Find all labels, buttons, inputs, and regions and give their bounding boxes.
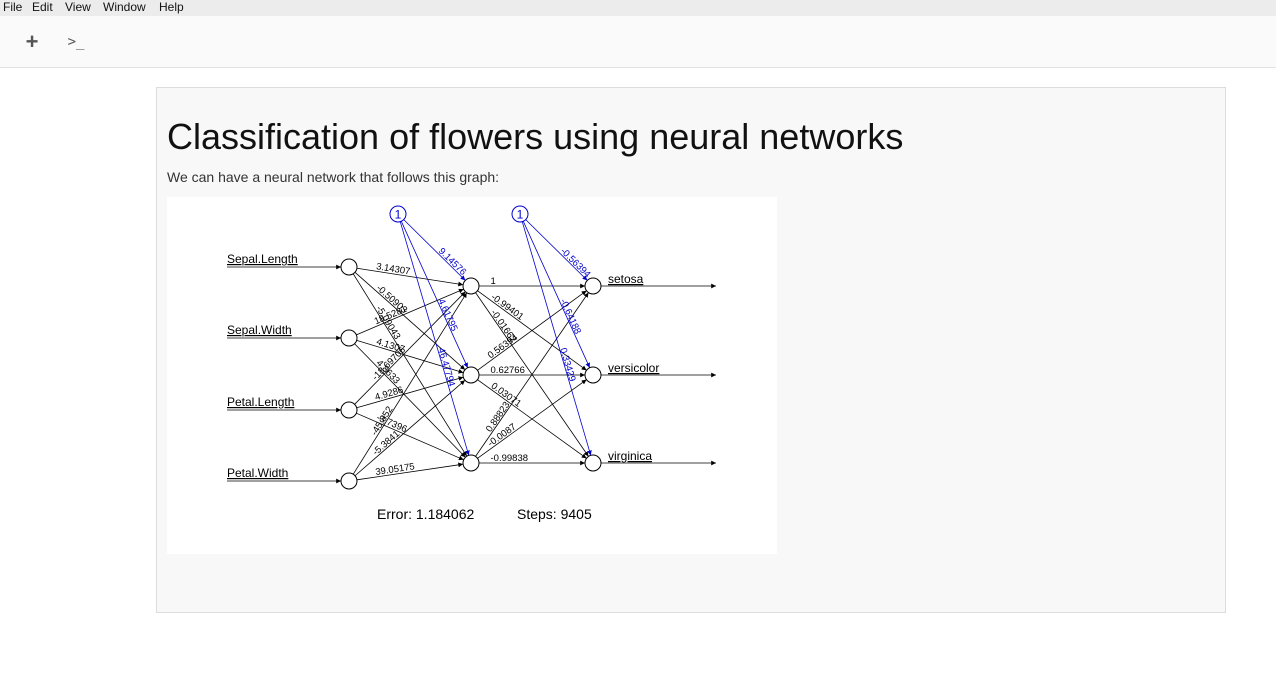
output-label: setosa bbox=[608, 272, 644, 286]
bias-node bbox=[389, 205, 407, 223]
weight-edge bbox=[354, 272, 466, 370]
weight-label: 1 bbox=[491, 276, 496, 287]
neuron-node bbox=[584, 454, 602, 472]
bias-weight-label: 46.47794 bbox=[435, 347, 457, 388]
weight-edge bbox=[356, 376, 464, 409]
weight-edge bbox=[356, 462, 464, 481]
neuron-node bbox=[340, 329, 358, 347]
notebook-cell[interactable]: Classification of flowers using neural n… bbox=[156, 87, 1226, 613]
input-label: Sepal.Width bbox=[227, 323, 292, 337]
menu-view[interactable]: View bbox=[65, 0, 91, 14]
weight-edge bbox=[477, 290, 587, 371]
weight-edge bbox=[356, 267, 464, 287]
input-label: Sepal.Length bbox=[227, 252, 298, 266]
steps-label: Steps: 9405 bbox=[517, 506, 592, 522]
weight-edge bbox=[352, 273, 468, 457]
menu-bar: File Edit View Window Help bbox=[0, 0, 1276, 16]
weight-edge bbox=[477, 379, 587, 459]
bias-weight-label: -0.64188 bbox=[557, 297, 583, 336]
intro-text: We can have a neural network that follow… bbox=[167, 169, 500, 185]
weight-label: 0.56394 bbox=[486, 332, 520, 361]
bias-edge bbox=[521, 221, 592, 456]
weight-edge bbox=[354, 379, 466, 477]
bias-weight-label: 0.33429 bbox=[557, 347, 577, 383]
weight-label: 4.9286 bbox=[374, 385, 405, 404]
weight-label: 3.14307 bbox=[375, 261, 411, 277]
weight-edge bbox=[354, 291, 466, 405]
weight-edge bbox=[356, 288, 464, 336]
bias-edge bbox=[522, 221, 591, 368]
weight-label: 39.05175 bbox=[375, 461, 416, 478]
bias-edge bbox=[403, 219, 466, 281]
weight-label: 0.62766 bbox=[491, 365, 525, 376]
weight-edge bbox=[356, 339, 464, 374]
bias-node bbox=[511, 205, 529, 223]
bias-weight-label: 4.61795 bbox=[435, 297, 459, 333]
output-label: virginica bbox=[608, 449, 652, 463]
output-label: versicolor bbox=[608, 361, 659, 375]
menu-file[interactable]: File bbox=[3, 0, 23, 14]
neuron-node bbox=[340, 472, 358, 490]
neuron-node bbox=[584, 366, 602, 384]
bias-weight-label: -0.56394 bbox=[558, 246, 592, 280]
error-label: Error: 1.184062 bbox=[377, 506, 474, 522]
bias-node-label: 1 bbox=[395, 208, 402, 222]
weight-label: -0.99838 bbox=[491, 453, 529, 464]
bias-weight-label: 9.14576 bbox=[436, 246, 468, 278]
toolbar: + >_ bbox=[0, 16, 1276, 68]
plus-icon: + bbox=[25, 29, 39, 54]
neuron-node bbox=[340, 258, 358, 276]
neuron-node bbox=[462, 277, 480, 295]
bias-edge bbox=[400, 221, 469, 368]
input-label: Petal.Length bbox=[227, 395, 294, 409]
menu-window[interactable]: Window bbox=[103, 0, 146, 14]
input-label: Petal.Width bbox=[227, 466, 288, 480]
weight-edge bbox=[475, 292, 589, 457]
menu-help[interactable]: Help bbox=[159, 0, 184, 14]
neuron-node bbox=[584, 277, 602, 295]
neuron-node bbox=[462, 366, 480, 384]
add-cell-button[interactable]: + bbox=[18, 28, 46, 56]
console-button[interactable]: >_ bbox=[62, 28, 90, 56]
bias-node-label: 1 bbox=[517, 208, 524, 222]
menu-edit[interactable]: Edit bbox=[32, 0, 53, 14]
terminal-icon: >_ bbox=[67, 34, 85, 50]
bias-edge bbox=[399, 221, 470, 456]
weight-edge bbox=[354, 343, 466, 458]
bias-edge bbox=[525, 219, 588, 281]
page-title: Classification of flowers using neural n… bbox=[167, 116, 904, 157]
neuron-node bbox=[462, 454, 480, 472]
weight-edge bbox=[356, 412, 464, 461]
neuron-node bbox=[340, 401, 358, 419]
